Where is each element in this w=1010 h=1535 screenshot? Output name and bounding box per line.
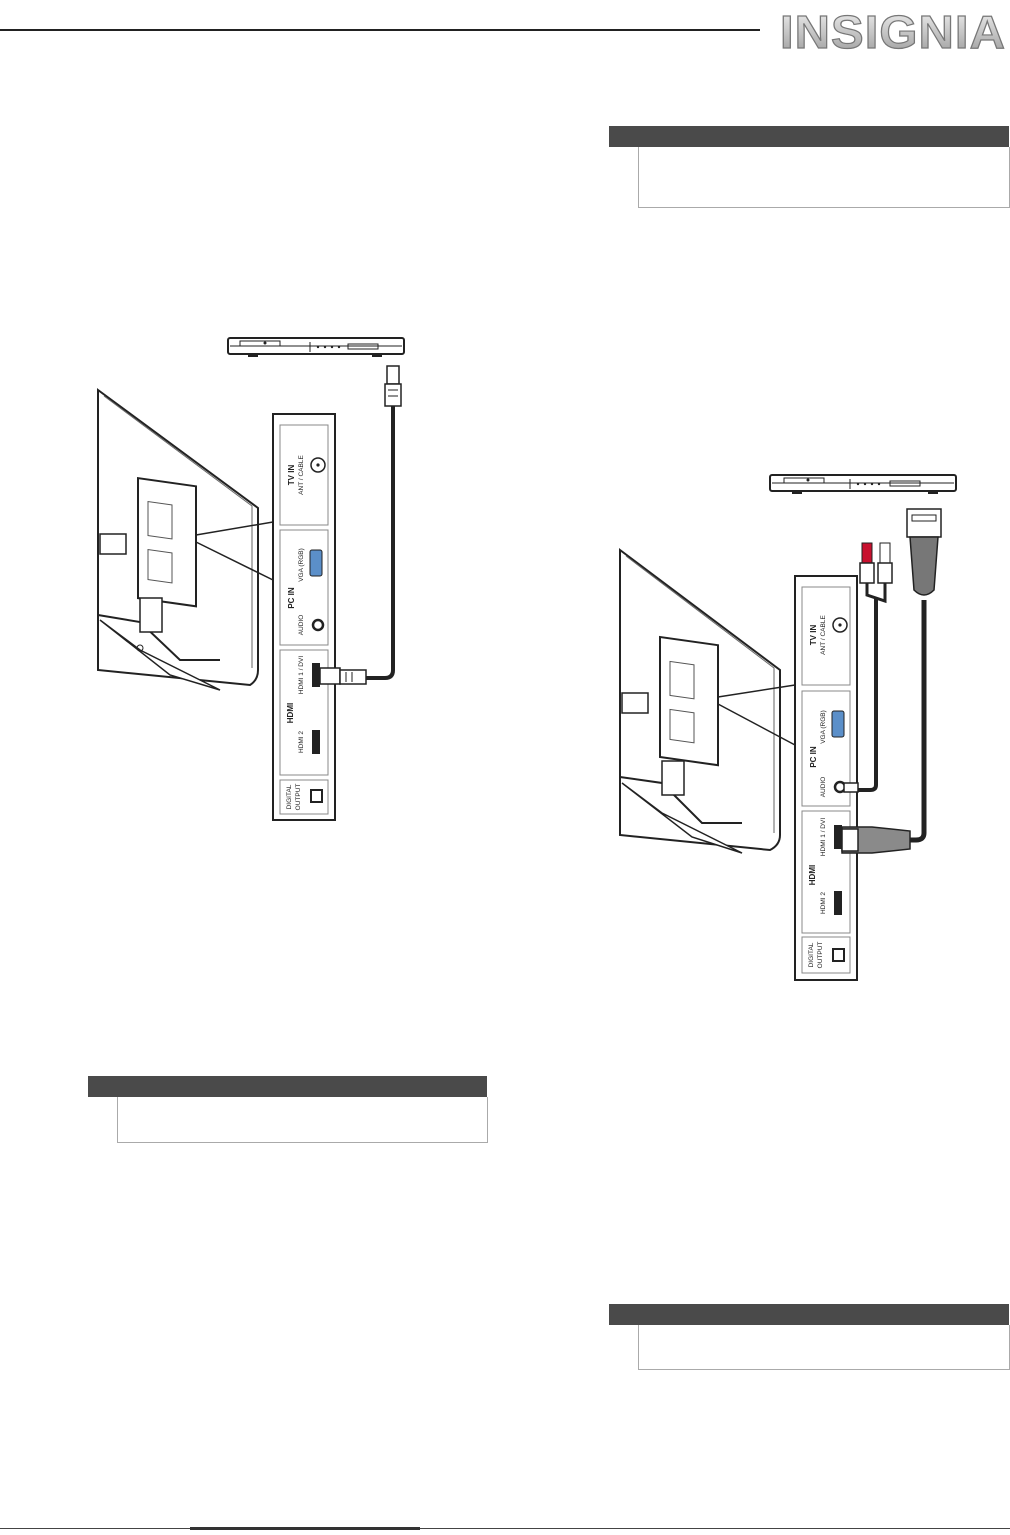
label-hdmi2: HDMI 2 — [298, 731, 305, 753]
label-output: OUTPUT — [295, 784, 302, 811]
tv-back-icon — [97, 388, 259, 691]
hdmi-plug-top-icon — [384, 365, 402, 407]
label-ant-cable: ANT / CABLE — [820, 615, 827, 655]
label-hdmi1-dvi: HDMI 1 / DVI — [820, 818, 827, 856]
tv-back-icon — [619, 548, 781, 854]
note-header-bar-2 — [88, 1076, 487, 1097]
label-audio: AUDIO — [820, 777, 827, 798]
audio-plug-port-icon — [843, 782, 859, 793]
dvi-cable — [872, 600, 927, 843]
label-hdmi1-dvi: HDMI 1 / DVI — [298, 656, 305, 694]
label-pc-in: PC IN — [809, 746, 818, 768]
hdmi-connection-diagram: TV IN ANT / CABLE PC IN VGA (RGB) AUDIO … — [97, 337, 405, 821]
hdmi-plug-port-icon — [319, 667, 367, 685]
note-box-1 — [638, 147, 1010, 208]
label-hdmi-logo: HDMI — [286, 703, 295, 723]
label-digital: DIGITAL — [808, 942, 815, 967]
footer-rule-accent — [190, 1527, 420, 1530]
rca-plugs-icon — [859, 542, 893, 604]
audio-cable — [850, 599, 878, 792]
dvi-plug-top-icon — [906, 508, 942, 596]
label-vga-rgb: VGA (RGB) — [298, 548, 305, 582]
port-panel: TV IN ANT / CABLE PC IN VGA (RGB) AUDIO … — [794, 575, 858, 981]
hdmi-cable — [365, 406, 395, 680]
label-hdmi2: HDMI 2 — [820, 892, 827, 914]
brand-text: INSIGNIA — [780, 6, 1006, 56]
label-hdmi-logo: HDMI — [808, 865, 817, 885]
label-audio: AUDIO — [298, 615, 305, 636]
dvi-audio-connection-diagram: TV IN ANT / CABLE PC IN VGA (RGB) AUDIO … — [619, 474, 957, 981]
label-tv-in: TV IN — [287, 465, 296, 486]
note-box-2 — [117, 1097, 488, 1143]
label-digital: DIGITAL — [286, 784, 293, 809]
header-rule — [0, 29, 760, 31]
dvi-plug-port-icon — [841, 826, 911, 854]
note-box-3 — [638, 1325, 1010, 1370]
insignia-logo: INSIGNIA — [779, 5, 1006, 56]
note-header-bar-3 — [609, 1304, 1009, 1325]
source-device-icon — [769, 474, 957, 494]
label-output: OUTPUT — [817, 942, 824, 969]
source-device-icon — [227, 337, 405, 357]
label-ant-cable: ANT / CABLE — [298, 455, 305, 495]
label-pc-in: PC IN — [287, 587, 296, 609]
footer-rule — [0, 1528, 1010, 1529]
port-panel: TV IN ANT / CABLE PC IN VGA (RGB) AUDIO … — [272, 413, 336, 821]
label-tv-in: TV IN — [809, 625, 818, 646]
note-header-bar-1 — [609, 126, 1009, 147]
label-vga-rgb: VGA (RGB) — [820, 710, 827, 744]
